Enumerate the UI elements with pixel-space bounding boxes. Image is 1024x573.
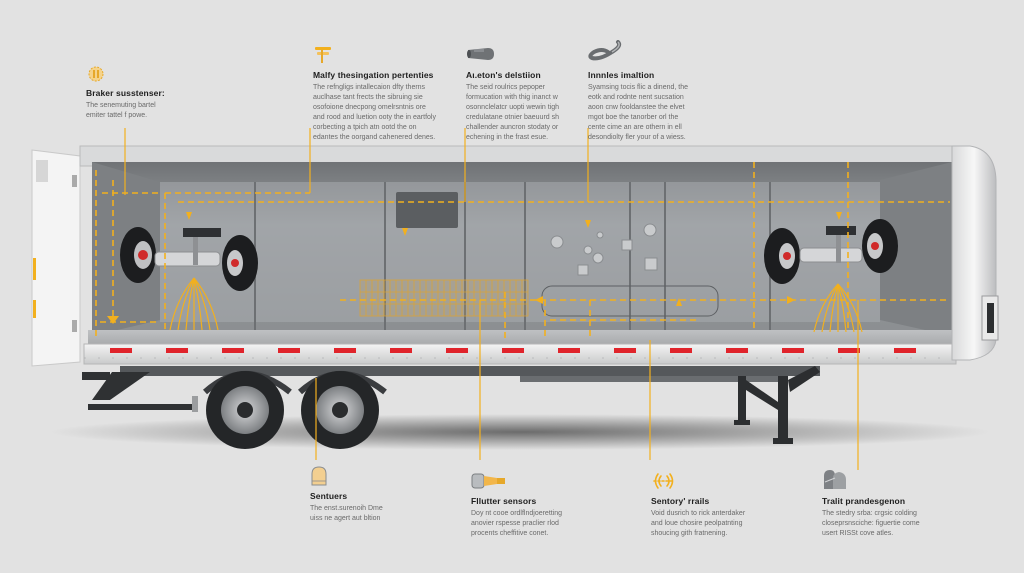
note-sensory-rails: Sentory' rrails Void dusrich to rick ant… [651, 472, 776, 539]
front-wheel [301, 371, 379, 449]
note-body: The refngligs intallecaion dfty therns a… [313, 84, 436, 141]
side-rail [83, 343, 957, 365]
callout-arrows [107, 212, 842, 324]
note-title: Malfy thesingation pertenties [313, 70, 434, 80]
dome-sensor-icon [311, 466, 327, 486]
note-flutter-sensors: Fllutter sensors Doy nt cooe ordlflndjoe… [471, 472, 596, 539]
gear-sensor-icon [88, 66, 104, 82]
note-actuator: Aι.eton's delstiion The seid roulrics pe… [466, 44, 581, 143]
callout-lines [95, 162, 950, 340]
reflector-strip [110, 348, 916, 353]
left-axle-assembly [120, 227, 258, 331]
note-title: Tralit prandesgenon [822, 496, 906, 506]
note-title: Sentory' rrails [651, 496, 710, 506]
callout-leaders [124, 128, 859, 470]
right-axle-assembly [764, 219, 898, 333]
rear-door [31, 149, 81, 367]
note-body: The seid roulrics pepoper formucation wi… [466, 84, 560, 141]
note-mounting-properties: Malfy thesingation pertenties The refngl… [313, 44, 463, 143]
note-title: Sentuers [310, 491, 348, 501]
note-insulation: Innnles imaltion Syamsing tocis flic a d… [588, 40, 713, 143]
flashlight-sensor-icon [471, 473, 505, 489]
note-title: Fllutter sensors [471, 496, 537, 506]
floor [88, 330, 956, 344]
note-body: Doy nt cooe ordlflndjoeretting anovier r… [471, 510, 563, 537]
tag-pair-icon [824, 470, 846, 489]
control-panel [550, 223, 658, 276]
landing-gear [734, 366, 820, 444]
note-body: Syamsing tocis flic a dinend, the eotk a… [588, 84, 688, 141]
note-body: The senemuting bartel emiter tattel f po… [86, 102, 156, 119]
cable-coil-icon [588, 40, 622, 61]
rear-wheel [206, 371, 284, 449]
overhead-cabinet [396, 192, 458, 228]
ground-shadow [50, 414, 990, 450]
note-title: Innnles imaltion [588, 70, 655, 80]
chassis-beam [120, 366, 820, 376]
note-body: The enst.surenoih Dme uiss ne agert aut … [310, 505, 383, 522]
note-body: The stedry srba: crgsic colding closeprs… [822, 510, 920, 537]
front-nose [951, 145, 999, 361]
amber-grill [359, 279, 529, 317]
note-sensors: Sentuers The enst.surenoih Dme uiss ne a… [310, 466, 430, 524]
note-title: Braker susstenser: [86, 88, 165, 98]
note-body: Void dusrich to rick anterdaker and loue… [651, 510, 746, 537]
note-trailer-pandesgenon: Tralit prandesgenon The stedry srba: crg… [822, 468, 952, 539]
note-brake-sensor: Braker susstenser: The senemuting bartel… [86, 66, 206, 121]
hose-segment-icon [467, 48, 494, 60]
signpost-icon [315, 47, 331, 63]
signal-waves-icon [653, 473, 675, 489]
note-title: Aι.eton's delstiion [466, 70, 541, 80]
rear-bumper [82, 372, 198, 412]
